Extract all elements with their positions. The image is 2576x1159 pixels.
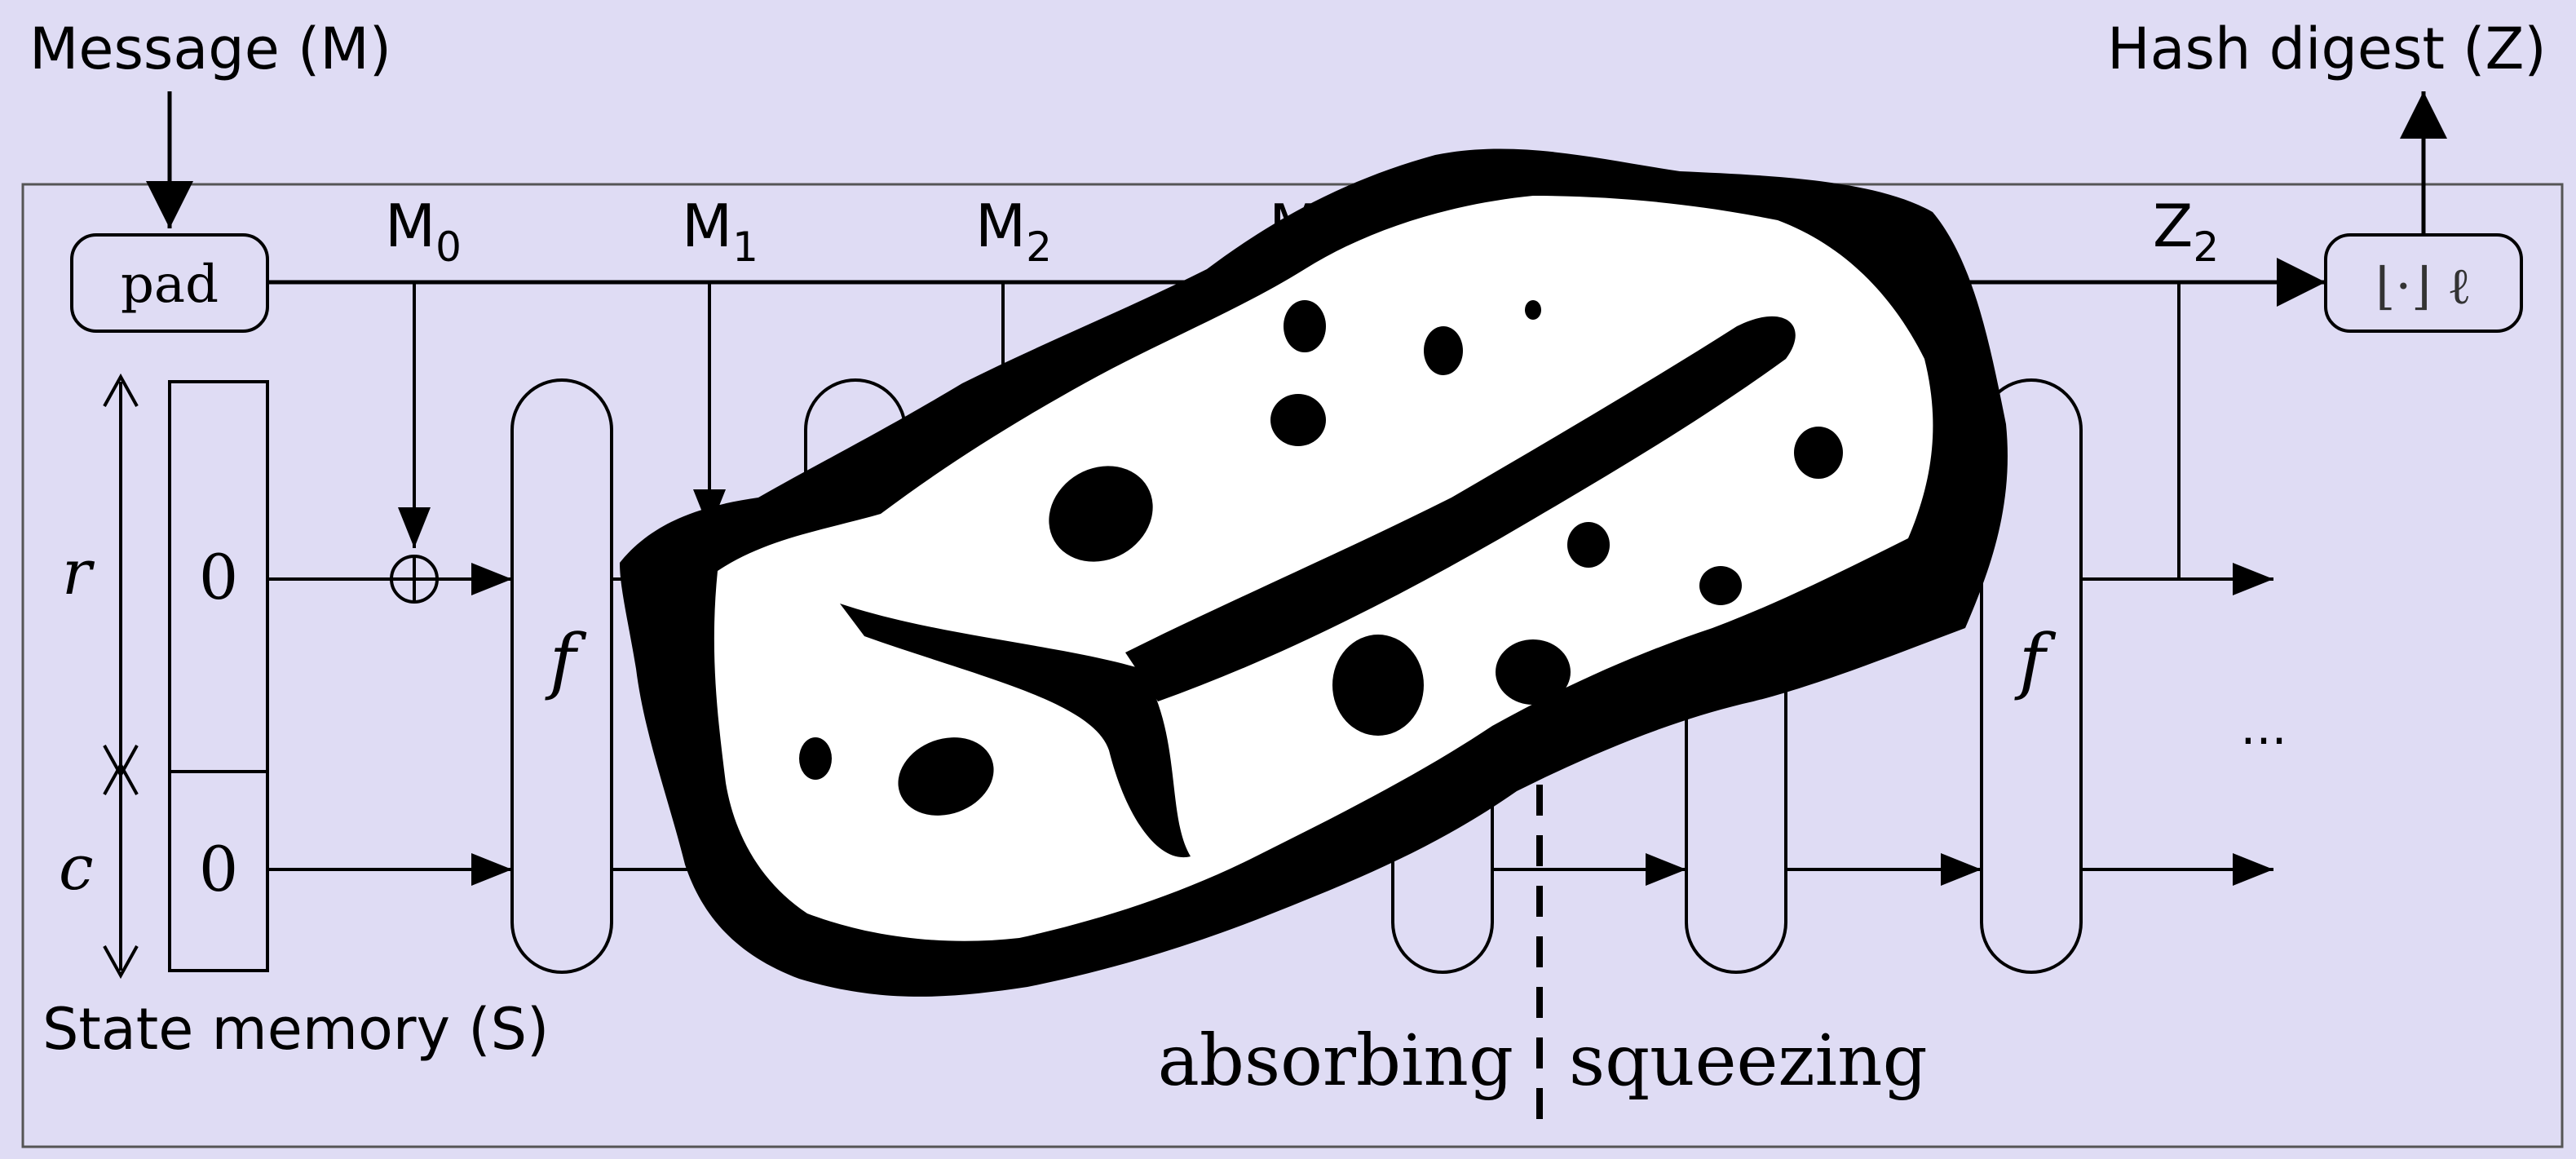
m2-label: M2: [975, 192, 1052, 271]
z2-label: Z2: [2153, 192, 2219, 271]
state-memory-label: State memory (S): [42, 996, 549, 1063]
state-capacity-zero: 0: [199, 833, 238, 905]
m1-label: M1: [682, 192, 758, 271]
r-label: r: [62, 536, 95, 608]
m0-label: M0: [385, 192, 462, 271]
pad-label: pad: [121, 254, 219, 315]
continuation-ellipsis: ...: [2240, 699, 2287, 756]
truncate-label: ⌊·⌋ ℓ: [2375, 256, 2472, 316]
absorbing-label: absorbing: [1158, 1020, 1513, 1102]
hash-digest-label: Hash digest (Z): [2107, 15, 2547, 82]
c-label: c: [59, 831, 94, 904]
squeezing-label: squeezing: [1569, 1020, 1928, 1102]
state-rate-zero: 0: [199, 541, 238, 613]
message-label: Message (M): [29, 15, 391, 82]
